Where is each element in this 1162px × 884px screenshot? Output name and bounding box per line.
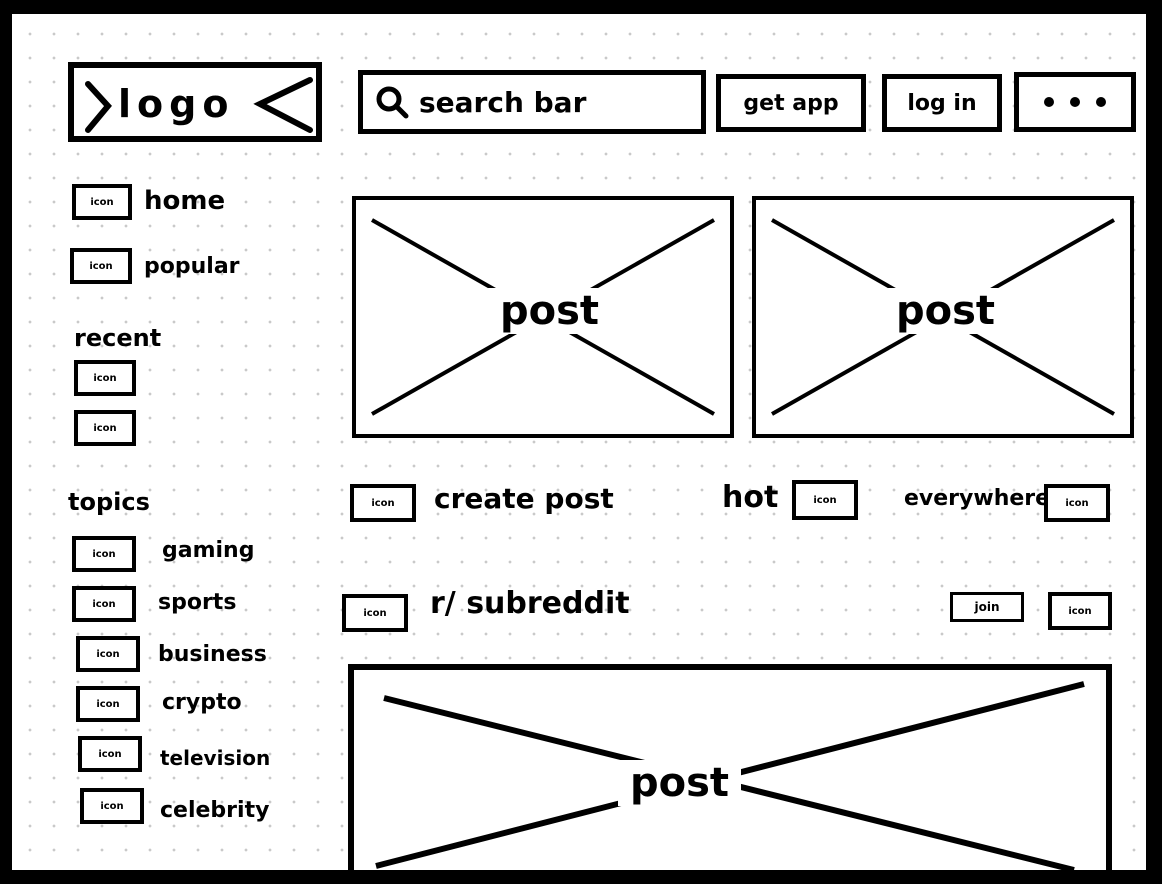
log-in-label: log in: [907, 90, 977, 116]
logo[interactable]: logo: [68, 62, 322, 142]
topic-celebrity[interactable]: celebrity: [160, 798, 270, 823]
more-dots-icon: [1044, 97, 1106, 107]
icon-placeholder: icon: [1068, 605, 1092, 617]
topic-crypto[interactable]: crypto: [162, 690, 242, 715]
sort-dropdown-icon[interactable]: icon: [792, 480, 858, 520]
create-post-button[interactable]: create post: [434, 482, 614, 515]
scope-dropdown-icon[interactable]: icon: [1044, 484, 1110, 522]
celebrity-icon[interactable]: icon: [80, 788, 144, 824]
topic-television[interactable]: television: [160, 746, 271, 770]
icon-placeholder: icon: [1065, 497, 1089, 509]
icon-placeholder: icon: [363, 607, 387, 619]
sidebar-item-popular[interactable]: popular: [144, 254, 240, 279]
icon-placeholder: icon: [96, 648, 120, 660]
icon-placeholder: icon: [89, 260, 113, 272]
search-bar[interactable]: search bar: [358, 70, 706, 134]
more-options-button[interactable]: [1014, 72, 1136, 132]
join-label: join: [974, 600, 1000, 614]
post-label: post: [488, 288, 612, 334]
icon-placeholder: icon: [100, 800, 124, 812]
join-button[interactable]: join: [950, 592, 1024, 622]
icon-placeholder: icon: [92, 548, 116, 560]
icon-placeholder: icon: [92, 598, 116, 610]
logo-text: logo: [118, 82, 235, 126]
recent-heading: recent: [74, 324, 162, 352]
search-icon: [376, 86, 409, 119]
create-post-icon[interactable]: icon: [350, 484, 416, 522]
icon-placeholder: icon: [96, 698, 120, 710]
recent-community-icon[interactable]: icon: [74, 360, 136, 396]
gaming-icon[interactable]: icon: [72, 536, 136, 572]
crypto-icon[interactable]: icon: [76, 686, 140, 722]
icon-placeholder: icon: [93, 422, 117, 434]
icon-placeholder: icon: [90, 196, 114, 208]
topics-heading: topics: [68, 488, 150, 516]
topic-business[interactable]: business: [158, 642, 267, 667]
icon-placeholder: icon: [93, 372, 117, 384]
scope-everywhere-button[interactable]: everywhere: [904, 486, 1051, 511]
sidebar-item-home[interactable]: home: [144, 186, 226, 216]
logo-chevron-icon: [85, 77, 313, 133]
subreddit-avatar-icon[interactable]: icon: [342, 594, 408, 632]
business-icon[interactable]: icon: [76, 636, 140, 672]
featured-post-card[interactable]: post: [752, 196, 1134, 438]
icon-placeholder: icon: [371, 497, 395, 509]
topic-sports[interactable]: sports: [158, 590, 237, 615]
featured-post-card[interactable]: post: [352, 196, 734, 438]
recent-community-icon[interactable]: icon: [74, 410, 136, 446]
post-label: post: [618, 760, 742, 806]
post-options-icon[interactable]: icon: [1048, 592, 1112, 630]
home-icon[interactable]: icon: [72, 184, 132, 220]
get-app-label: get app: [743, 90, 839, 116]
search-label: search bar: [419, 85, 587, 119]
popular-icon[interactable]: icon: [70, 248, 132, 284]
sports-icon[interactable]: icon: [72, 586, 136, 622]
wireframe-canvas: logo search bar get app log in icon home…: [12, 14, 1146, 870]
icon-placeholder: icon: [98, 748, 122, 760]
television-icon[interactable]: icon: [78, 736, 142, 772]
feed-post-card[interactable]: post: [348, 664, 1112, 870]
sort-hot-button[interactable]: hot: [722, 480, 779, 515]
log-in-button[interactable]: log in: [882, 74, 1002, 132]
get-app-button[interactable]: get app: [716, 74, 866, 132]
icon-placeholder: icon: [813, 494, 837, 506]
subreddit-name[interactable]: r/ subreddit: [430, 586, 630, 621]
topic-gaming[interactable]: gaming: [162, 538, 255, 563]
post-label: post: [884, 288, 1008, 334]
